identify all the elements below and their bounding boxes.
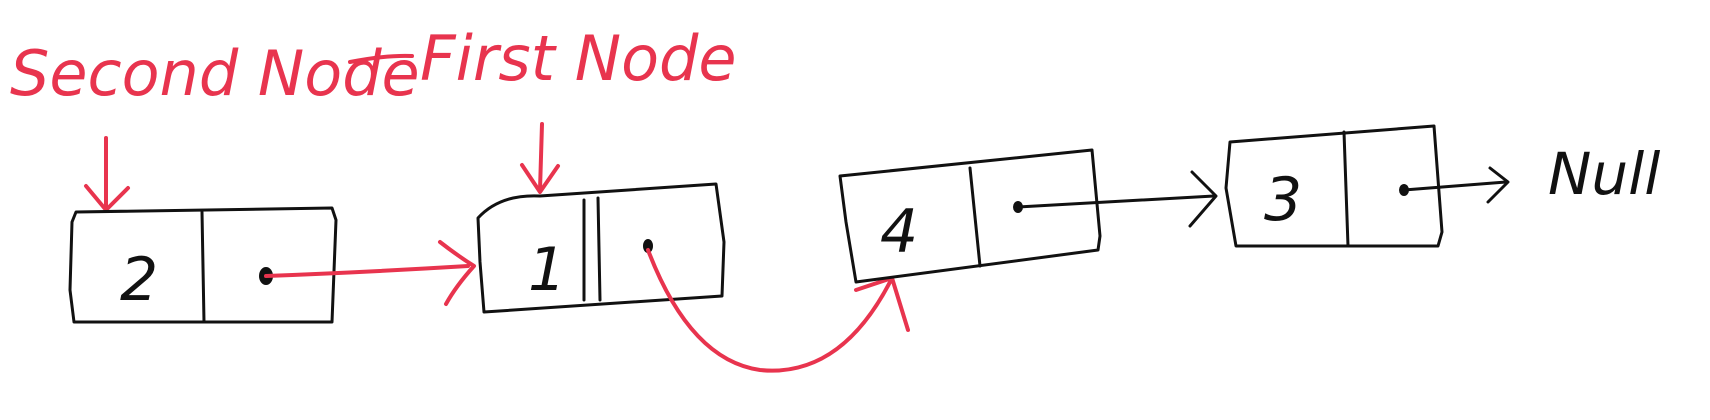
second-node-label: Second Node	[10, 37, 420, 110]
node-1-divider	[200, 210, 206, 324]
node-4: 3	[1224, 124, 1444, 248]
second-node-pointer-arrow	[84, 136, 130, 212]
node-3-value: 4	[880, 197, 918, 267]
arrow-node-4-to-null	[1402, 166, 1510, 204]
first-node-label: First Node	[420, 22, 737, 95]
node-3-box	[838, 148, 1102, 284]
node-1-box	[68, 206, 338, 324]
node-4-box	[1224, 124, 1444, 248]
arrow-node-3-to-node-4	[1016, 170, 1218, 228]
arrow-node-2-to-node-3	[646, 248, 910, 373]
node-3-divider	[968, 166, 982, 268]
node-2-divider-b	[596, 196, 602, 302]
node-2-box	[476, 182, 726, 314]
first-node-pointer-arrow	[520, 122, 560, 194]
node-3: 4	[838, 148, 1102, 284]
label-flourish	[348, 53, 414, 64]
node-4-divider	[1342, 130, 1350, 248]
node-4-value: 3	[1264, 165, 1302, 235]
node-1-value: 2	[120, 245, 158, 315]
arrow-node-1-to-node-2	[264, 240, 476, 306]
node-1: 2	[68, 206, 338, 324]
node-2-value: 1	[528, 235, 566, 305]
node-2-pointer-dot	[643, 239, 653, 253]
node-2: 1	[476, 182, 726, 314]
null-label: Null	[1548, 140, 1660, 208]
